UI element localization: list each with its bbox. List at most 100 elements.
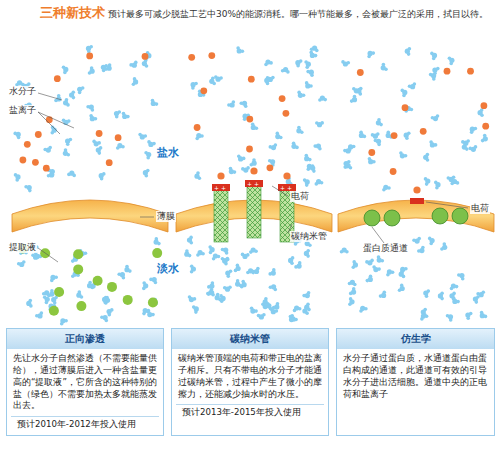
svg-text:+ +: + +: [280, 184, 292, 191]
water-molecule: [99, 172, 106, 181]
water-molecule: [399, 151, 407, 158]
water-molecule: [42, 290, 51, 297]
water-molecule: [308, 166, 316, 173]
water-molecule: [124, 265, 131, 273]
water-molecule: [430, 52, 437, 61]
water-molecule: [461, 139, 470, 146]
water-molecule: [288, 256, 294, 265]
draw-solute: [93, 276, 103, 286]
water-molecule: [304, 60, 311, 69]
water-molecule: [250, 306, 258, 313]
water-molecule: [17, 260, 26, 267]
info-box: 仿生学水分子通过蛋白质，水通道蛋白由蛋白构成的通道，此通道可有效的引导水分子进出…: [336, 328, 495, 436]
draw-solute: [49, 306, 59, 316]
water-molecule: [399, 269, 406, 278]
water-molecule: [147, 310, 155, 317]
salt-ion: [106, 159, 113, 166]
water-molecule: [221, 257, 230, 264]
salt-ion: [96, 130, 103, 137]
molecules: [13, 45, 489, 326]
water-molecule: [114, 110, 121, 118]
draw-solute: [73, 264, 83, 274]
water-molecule: [429, 140, 437, 147]
water-molecule: [263, 297, 270, 306]
water-molecule: [368, 157, 376, 164]
water-molecule: [386, 269, 394, 276]
water-molecule: [257, 313, 266, 320]
water-molecule: [341, 60, 350, 66]
water-molecule: [101, 64, 108, 72]
part-label: 薄膜: [156, 211, 176, 222]
carbon-nanotubes: + + + + + +: [212, 180, 296, 242]
water-molecule: [293, 305, 302, 312]
box-heading: 正向渗透: [7, 329, 163, 349]
part-label: 水分子: [8, 86, 37, 97]
draw-solute: [54, 287, 64, 297]
water-molecule: [50, 275, 58, 282]
water-molecule: [428, 237, 435, 246]
water-molecule: [313, 143, 321, 150]
water-molecule: [315, 179, 324, 186]
water-molecule: [235, 279, 242, 287]
salt-ion: [283, 110, 290, 117]
water-molecule: [434, 181, 441, 190]
water-molecule: [470, 127, 478, 135]
water-molecule: [62, 119, 71, 126]
water-molecule: [143, 169, 150, 178]
water-molecule: [295, 59, 302, 67]
membrane: [338, 200, 494, 232]
water-molecule: [104, 63, 112, 71]
water-molecule: [382, 185, 391, 192]
water-molecule: [469, 145, 478, 152]
draw-solute: [152, 248, 162, 258]
water-molecule: [449, 292, 456, 301]
svg-text:+ +: + +: [214, 184, 226, 191]
protein-channels: [364, 198, 468, 226]
water-molecule: [63, 148, 70, 156]
water-molecule: [306, 70, 314, 78]
water-molecule: [304, 154, 312, 162]
water-molecule: [465, 312, 472, 320]
salt-ion: [32, 159, 39, 166]
water-molecule: [408, 82, 417, 89]
water-molecule: [234, 264, 241, 273]
water-molecule: [116, 143, 125, 150]
water-molecule: [450, 283, 459, 290]
salt-ion: [200, 87, 207, 94]
water-molecule: [154, 237, 161, 245]
water-molecule: [77, 86, 84, 94]
salt-ion: [194, 124, 201, 131]
water-molecule: [241, 166, 250, 173]
water-molecule: [191, 82, 198, 90]
water-molecule: [89, 114, 97, 121]
water-molecule: [184, 249, 191, 257]
water-molecule: [76, 290, 83, 299]
water-molecule: [348, 144, 356, 151]
water-molecule: [462, 142, 469, 151]
draw-solute: [123, 295, 133, 305]
water-molecule: [401, 89, 408, 98]
svg-text:+ +: + +: [247, 180, 259, 187]
water-molecule: [117, 272, 125, 279]
water-molecule: [195, 133, 203, 140]
salt-ion: [279, 95, 286, 102]
salt-ion: [357, 69, 364, 76]
water-molecule: [149, 277, 157, 284]
water-molecule: [404, 132, 411, 141]
water-molecule: [296, 126, 303, 134]
water-molecule: [379, 291, 387, 299]
water-molecule: [318, 96, 327, 102]
part-label: 提取液: [8, 242, 37, 253]
salt-ion: [208, 52, 215, 59]
date-note: 预计2010年-2012年投入使用: [11, 416, 159, 434]
water-molecule: [405, 47, 412, 56]
salt-ion: [467, 68, 474, 75]
salt-ion: [24, 141, 31, 148]
region-label: 盐水: [156, 146, 180, 159]
water-molecule: [264, 59, 273, 66]
water-molecule: [144, 151, 151, 160]
info-box: 正向渗透先让水分子自然渗透（不需要能量供给），通过薄膜后进入一种含盐量更高的“提…: [6, 328, 164, 436]
salt-ion: [246, 146, 253, 153]
water-molecule: [237, 154, 246, 161]
water-molecule: [67, 171, 76, 178]
